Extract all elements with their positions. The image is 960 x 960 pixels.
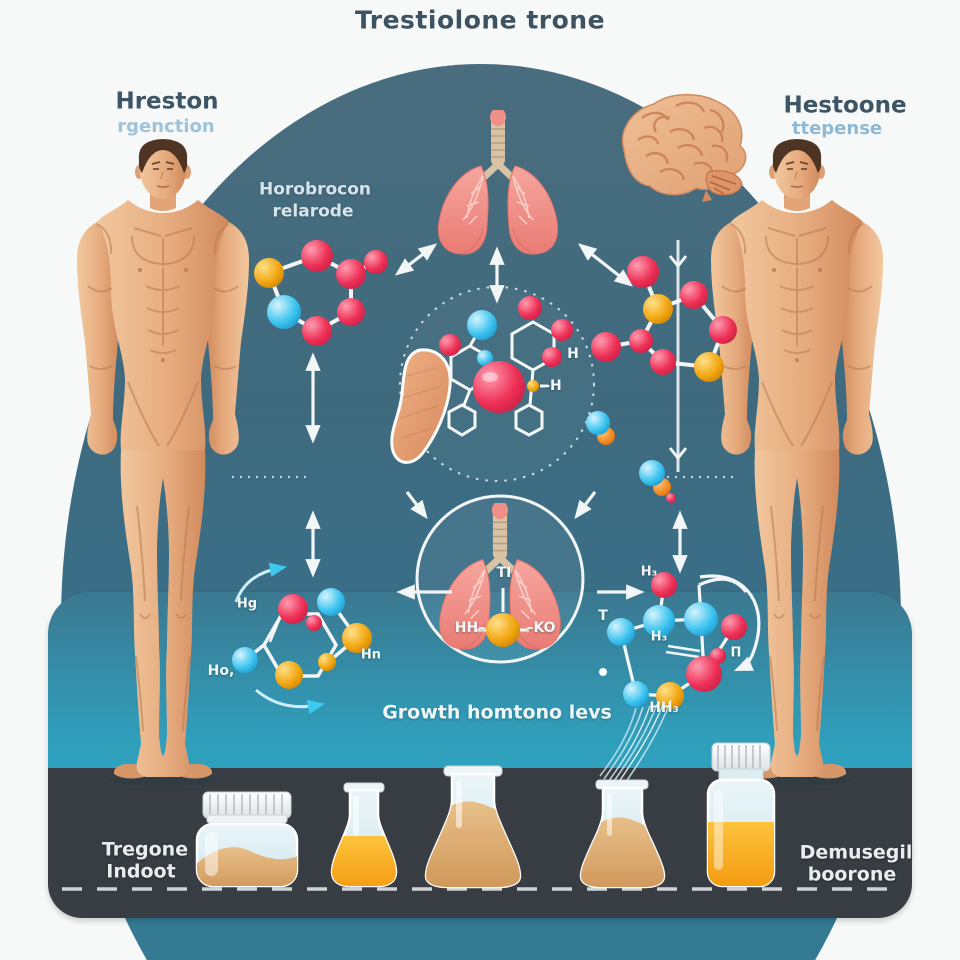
chem-label-ho: Ho,	[207, 663, 235, 679]
bottom-right-label-line1: Demusegil	[799, 841, 913, 864]
chem-label-hg: Hg	[236, 596, 258, 612]
liquid-flask-icon	[330, 782, 398, 888]
flow-arrows	[305, 243, 688, 600]
bottom-left-label-line2: Indoot	[106, 860, 176, 883]
growth-hormone-label: Growth homtono levs	[382, 701, 612, 724]
lungs-icon	[438, 108, 557, 254]
bottom-left-label-line1: Tregone	[101, 838, 189, 861]
powder-flask-large-icon	[424, 765, 522, 889]
hormone-release-label-line1: Horobrocon	[258, 179, 372, 200]
chem-label-h3-mid: H₃	[650, 629, 668, 645]
molecule-cluster-bottom-left	[232, 562, 372, 715]
right-heading: Hestoone	[783, 92, 907, 119]
liquid-bottle-icon	[706, 742, 776, 888]
right-subheading: ttepense	[791, 118, 883, 140]
chem-label-h: H	[567, 346, 579, 362]
chem-label-bond-h: -H	[544, 378, 562, 394]
left-subheading: rgenction	[117, 116, 215, 138]
molecule-cluster-top-left	[254, 240, 388, 346]
chem-label-t: T	[598, 608, 608, 624]
left-heading: Hreston	[115, 88, 219, 115]
chem-label-pi: Π	[730, 645, 742, 661]
brain-icon	[621, 94, 747, 202]
bottom-right-label-line2: boorone	[807, 863, 897, 886]
molecule-cluster-bottom-right	[599, 572, 761, 710]
pour-stream	[599, 699, 672, 790]
molecule-cluster-top-right	[591, 240, 737, 472]
chem-label-ko: –KO	[526, 620, 556, 636]
hormone-release-label-line2: relarode	[272, 201, 354, 222]
powder-flask-pouring-icon	[579, 779, 666, 889]
organ-icon	[390, 348, 452, 464]
chem-label-hn: Hn	[360, 647, 382, 663]
lungs-in-circle-icon	[415, 494, 585, 664]
chem-label-h3-top: H₃	[640, 564, 658, 580]
chem-label-hh3: HH₃	[649, 700, 679, 716]
powder-jar-icon	[195, 791, 299, 888]
chem-label-hh: HH–	[454, 620, 486, 636]
main-title: Trestiolone trone	[354, 5, 606, 35]
central-molecule	[439, 296, 676, 503]
chem-label-ti: TI	[496, 565, 512, 581]
